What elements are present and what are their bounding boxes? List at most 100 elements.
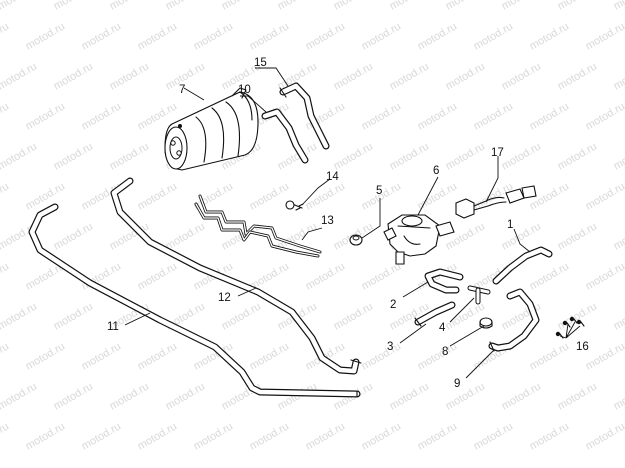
watermark-text: motod.ru: [584, 20, 625, 52]
watermark-text: motod.ru: [80, 100, 124, 132]
watermark-text: motod.ru: [360, 420, 404, 452]
watermark-text: motod.ru: [360, 100, 404, 132]
watermark-text: motod.ru: [52, 380, 96, 412]
watermark-text: motod.ru: [416, 420, 460, 452]
watermark-text: motod.ru: [388, 0, 432, 13]
watermark-text: motod.ru: [500, 60, 544, 92]
watermark-text: motod.ru: [24, 340, 68, 372]
watermark-text: motod.ru: [584, 340, 625, 372]
watermark-text: motod.ru: [108, 140, 152, 172]
watermark-text: motod.ru: [248, 180, 292, 212]
watermark-text: motod.ru: [528, 420, 572, 452]
watermark-text: motod.ru: [164, 220, 208, 252]
callout-2: 2: [390, 299, 396, 311]
callout-14: 14: [326, 171, 339, 183]
watermark-text: motod.ru: [248, 20, 292, 52]
watermark-text: motod.ru: [360, 260, 404, 292]
part-6-valve: [383, 214, 455, 265]
watermark-text: motod.ru: [360, 20, 404, 52]
watermark-text: motod.ru: [612, 380, 625, 412]
watermark-text: motod.ru: [52, 300, 96, 332]
watermark-text: motod.ru: [136, 180, 180, 212]
callout-5: 5: [376, 185, 382, 197]
watermark-text: motod.ru: [164, 0, 208, 13]
watermark-text: motod.ru: [612, 300, 625, 332]
watermark-text: motod.ru: [24, 180, 68, 212]
watermark-text: motod.ru: [0, 20, 11, 52]
watermark-text: motod.ru: [584, 180, 625, 212]
watermark-text: motod.ru: [304, 20, 348, 52]
watermark-text: motod.ru: [388, 380, 432, 412]
watermark-text: motod.ru: [0, 420, 11, 452]
watermark-text: motod.ru: [164, 380, 208, 412]
callout-8: 8: [442, 346, 448, 358]
watermark-text: motod.ru: [248, 420, 292, 452]
part-8-sleeve: [479, 317, 493, 329]
part-14-bolt: [285, 200, 304, 211]
watermark-text: motod.ru: [584, 100, 625, 132]
part-16-clips: [555, 316, 585, 339]
watermark-text: motod.ru: [584, 420, 625, 452]
watermark-text: motod.ru: [500, 0, 544, 13]
watermark-text: motod.ru: [528, 260, 572, 292]
callout-11: 11: [107, 321, 119, 333]
watermark-text: motod.ru: [612, 140, 625, 172]
watermark-text: motod.ru: [192, 20, 236, 52]
callout-16: 16: [576, 341, 589, 353]
watermark-text: motod.ru: [500, 380, 544, 412]
watermark-text: motod.ru: [80, 20, 124, 52]
part-9-hose: [488, 288, 540, 352]
watermark-text: motod.ru: [332, 300, 376, 332]
watermark-text: motod.ru: [416, 340, 460, 372]
part-10-hose: [261, 108, 309, 164]
watermark-text: motod.ru: [276, 0, 320, 13]
part-17-connector: [455, 185, 537, 219]
watermark-text: motod.ru: [24, 20, 68, 52]
watermark-text: motod.ru: [0, 300, 39, 332]
watermark-text: motod.ru: [220, 380, 264, 412]
callout-labels: 15 10 7 14 13 5 6 17 1 2 4 3 8 9 16 11 1…: [107, 57, 589, 390]
part-3-hose: [414, 301, 456, 327]
callout-1: 1: [507, 219, 513, 231]
watermark-text: motod.ru: [136, 260, 180, 292]
watermark-text: motod.ru: [0, 340, 11, 372]
watermark-text: motod.ru: [332, 140, 376, 172]
watermark-text: motod.ru: [556, 140, 600, 172]
watermark-text: motod.ru: [388, 60, 432, 92]
part-13-bracket: [194, 194, 322, 258]
callout-10: 10: [238, 84, 251, 96]
watermark-text: motod.ru: [528, 20, 572, 52]
watermark-text: motod.ru: [612, 0, 625, 13]
watermark-text: motod.ru: [416, 20, 460, 52]
watermark-text: motod.ru: [248, 340, 292, 372]
part-4-fitting: [467, 285, 491, 305]
watermark-text: motod.ru: [416, 100, 460, 132]
part-12-hose: [110, 177, 362, 375]
watermark-text: motod.ru: [80, 340, 124, 372]
watermark-text: motod.ru: [220, 0, 264, 13]
watermark-text: motod.ru: [52, 60, 96, 92]
watermark-text: motod.ru: [0, 140, 39, 172]
watermark-text: motod.ru: [24, 100, 68, 132]
callout-9: 9: [454, 378, 460, 390]
watermark-text: motod.ru: [52, 0, 96, 13]
watermark-text: motod.ru: [304, 420, 348, 452]
watermark-text: motod.ru: [108, 0, 152, 13]
watermark-text: motod.ru: [0, 0, 39, 13]
watermark-text: motod.ru: [556, 220, 600, 252]
callout-15: 15: [254, 57, 267, 69]
callout-3: 3: [387, 341, 393, 353]
watermark-text: motod.ru: [472, 100, 516, 132]
part-2-hose: [424, 268, 464, 294]
watermark-text: motod.ru: [192, 420, 236, 452]
watermark-text: motod.ru: [108, 380, 152, 412]
part-1-hose: [492, 246, 553, 285]
part-7-canister: [164, 87, 259, 171]
watermark-text: motod.ru: [304, 260, 348, 292]
watermark-text: motod.ru: [584, 260, 625, 292]
watermark-text: motod.ru: [528, 340, 572, 372]
watermark-text: motod.ru: [0, 260, 11, 292]
watermark-text: motod.ru: [0, 180, 11, 212]
watermark-text: motod.ru: [108, 60, 152, 92]
